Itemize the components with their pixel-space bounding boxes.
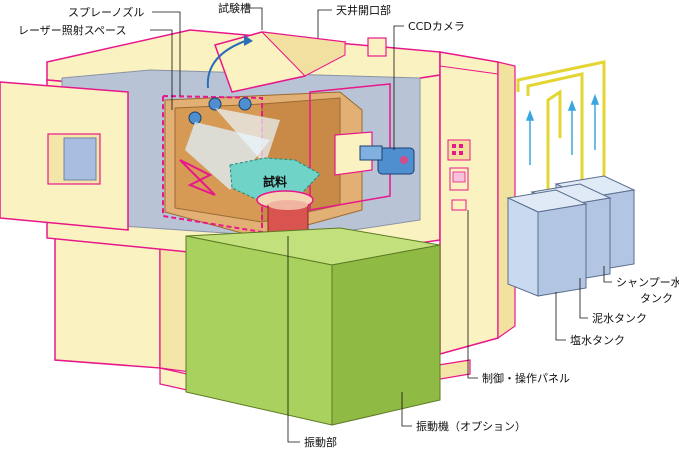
ccd-camera	[359, 145, 415, 175]
control-panel	[447, 139, 471, 211]
laser-beam	[179, 159, 216, 196]
specimen-label: 試料	[263, 174, 287, 189]
control-panel-label: 制御・操作パネル	[482, 371, 570, 385]
test-chamber-label: 試験槽	[218, 1, 251, 15]
opening-arrow	[206, 39, 249, 89]
nozzle-2	[208, 97, 222, 111]
vibrator-label: 振動機（オプション）	[416, 419, 526, 433]
ceiling-opening-label: 天井開口部	[336, 3, 391, 17]
shampoo-tank-label-line2: タンク	[640, 292, 673, 305]
salt-tank	[506, 189, 588, 297]
nozzle-3	[238, 97, 252, 111]
tank-pipes	[516, 60, 606, 196]
laser-space-label: レーザー照射スペース	[18, 23, 126, 37]
flow-arrows	[525, 93, 600, 165]
tanks	[506, 175, 636, 297]
shampoo-tank-label-line1: シャンプー水	[616, 276, 679, 289]
salt-tank-label: 塩水タンク	[570, 333, 625, 347]
spray-nozzle-label: スプレーノズル	[68, 5, 144, 19]
spray-nozzles	[179, 97, 280, 196]
vibration-part-label: 振動部	[304, 435, 337, 449]
ceiling-opening	[206, 31, 387, 93]
ccd-camera-label: CCDカメラ	[408, 20, 465, 33]
leader-lines	[150, 7, 612, 443]
vibrator	[185, 227, 441, 426]
left-door	[0, 81, 129, 231]
mud-tank-label: 泥水タンク	[592, 312, 647, 325]
